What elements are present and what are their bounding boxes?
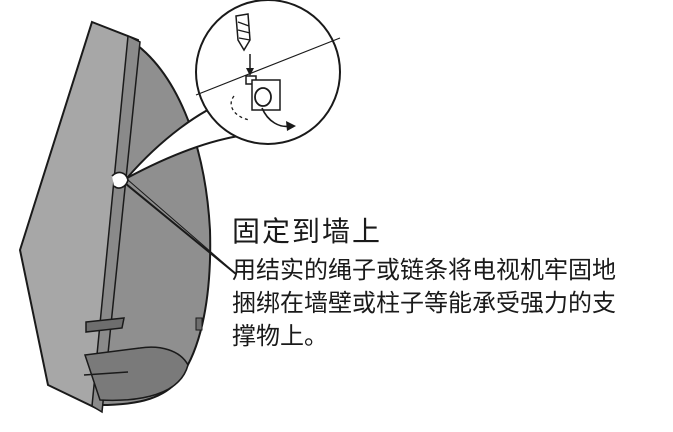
rotate-arrow-icon [261,107,296,131]
strap-cord [125,183,237,275]
caption-title: 固定到墙上 [232,215,383,248]
screw-hook-icon [230,75,281,121]
strap-hook [111,171,129,189]
tv-handle-slot [85,317,125,333]
caption-line: 捆绑在墙壁或柱子等能承受强力的支 [232,289,616,317]
caption-line: 用结实的绳子或链条将电视机牢固地 [232,256,616,284]
drill-bit-icon [235,13,251,52]
caption-body: 用结实的绳子或链条将电视机牢固地 捆绑在墙壁或柱子等能承受强力的支 撑物上。 [232,254,668,353]
tv-bottom-shadow [83,346,189,402]
caption-block: 固定到墙上 用结实的绳子或链条将电视机牢固地 捆绑在墙壁或柱子等能承受强力的支 … [232,214,668,353]
magnifier-circle [195,0,341,145]
tv-bezel-edge [91,34,141,414]
caption-line: 撑物上。 [232,322,328,350]
